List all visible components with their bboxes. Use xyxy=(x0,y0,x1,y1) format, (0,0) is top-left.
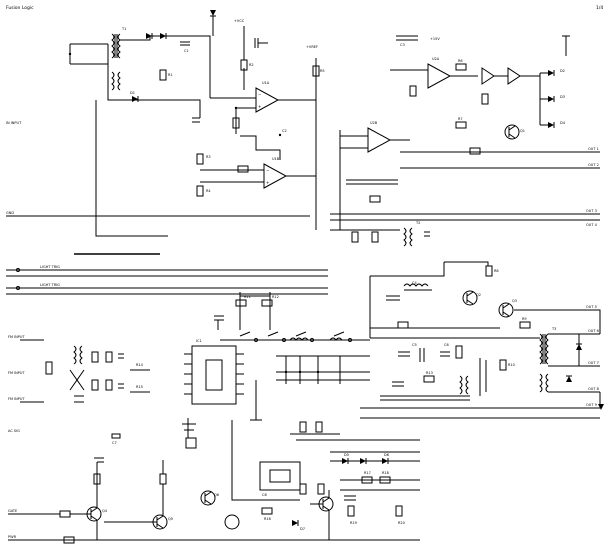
transistor-label-q6: Q6 xyxy=(214,493,219,497)
svg-text:+: + xyxy=(258,104,261,109)
transformer-label-t3: T3 xyxy=(551,327,556,331)
diode-label-d5: D5 xyxy=(344,453,349,457)
left-label-lt-trig-1: LIGHT TRIG xyxy=(40,265,60,269)
transformer-label-t1: T1 xyxy=(121,27,126,31)
top-label-vcc-c: +15V xyxy=(430,37,440,41)
cap-label-c5: C5 xyxy=(412,343,417,347)
res-label-r7: R7 xyxy=(458,117,463,121)
res-label-r10: R10 xyxy=(508,363,515,367)
diode-label-d3: D3 xyxy=(560,95,565,99)
right-label-out-1: OUT 1 xyxy=(588,147,599,151)
res-label-r12: R12 xyxy=(272,295,279,299)
res-label-r15: R15 xyxy=(136,385,143,389)
transformer-label-t2: T2 xyxy=(415,221,420,225)
left-label-pwr: PWR xyxy=(8,535,17,539)
fm-input-section-left: FM INPUT FM INPUT FM INPUT AC SIG R14 R1… xyxy=(8,335,150,445)
page-number-label: 1/4 xyxy=(596,5,603,11)
res-label-r14: R14 xyxy=(136,363,144,367)
right-label-out-8: OUT 8 xyxy=(588,387,599,391)
svg-text:+: + xyxy=(266,180,269,185)
title-label: Fusion Logic xyxy=(6,5,34,11)
right-label-out-7: OUT 7 xyxy=(588,361,599,365)
transistor-stage-bottom-left: GATE PWR Q4 Q5 Q6 xyxy=(8,457,240,544)
res-label-r20: R20 xyxy=(398,521,405,525)
left-label-gnd: GND xyxy=(6,211,14,215)
diode-label-d1: D1 xyxy=(130,91,135,95)
svg-text:−: − xyxy=(266,168,269,173)
left-label-in-a: IN INPUT xyxy=(6,121,22,125)
right-label-out-4: OUT 4 xyxy=(586,223,598,227)
output-stage-bottom-center: D5 D6 C8 D7 R16 R17 R18 R19 R20 xyxy=(240,439,420,541)
cap-bank-center: C5 C6 R13 OUT 9 xyxy=(290,343,600,435)
res-label-r1: R1 xyxy=(168,73,173,77)
res-label-r5: R5 xyxy=(320,69,325,73)
res-label-r9: R9 xyxy=(522,317,527,321)
opamp-section-center: R2 − + U1A − + U1B C2 R3 R4 R5 xyxy=(192,26,325,230)
left-label-ac-a: AC SIG xyxy=(8,429,20,433)
transistor-label-q3: Q3 xyxy=(512,299,517,303)
filter-section-mid-right: C4 R8 Q2 Q3 OUT 5 R9 xyxy=(369,261,601,339)
diode-label-d6: D6 xyxy=(384,453,389,457)
res-label-r3: R3 xyxy=(206,155,211,159)
left-label-lt-trig-2: LIGHT TRIG xyxy=(40,283,60,287)
res-label-r2: R2 xyxy=(249,63,254,67)
cap-label-c1: C1 xyxy=(184,49,189,53)
right-label-out-5: OUT 5 xyxy=(586,305,597,309)
light-trig-lines: LIGHT TRIG LIGHT TRIG xyxy=(6,265,328,295)
cap-label-c7: C7 xyxy=(112,441,117,445)
left-label-fm-1: FM INPUT xyxy=(8,335,25,339)
transistor-label-q4: Q4 xyxy=(102,509,108,513)
cap-label-c3: C3 xyxy=(400,43,405,47)
transistor-label-q5: Q5 xyxy=(168,517,173,521)
switch-section-center: R11 R12 IC1 xyxy=(182,292,370,501)
opamp-label-u1b: U1B xyxy=(272,157,280,161)
opamp-label-u1a: U1A xyxy=(262,81,270,85)
right-label-out-3: OUT 3 xyxy=(586,209,597,213)
res-label-r4: R4 xyxy=(206,189,211,193)
left-label-gate: GATE xyxy=(8,509,17,513)
inductor-label-l1: C4 xyxy=(412,281,417,285)
transformer-section-right: T3 OUT 6 OUT 7 OUT 8 R10 xyxy=(479,327,604,410)
res-label-r6: R6 xyxy=(458,59,463,63)
transformer-section-top-left: C1 R1 T1 D1 xyxy=(68,10,216,118)
res-label-r16: R16 xyxy=(264,517,271,521)
res-label-r18: R18 xyxy=(382,471,389,475)
res-label-r19: R19 xyxy=(350,521,357,525)
opamp-label-u2b: U2B xyxy=(370,121,378,125)
transistor-label-q1: Q1 xyxy=(520,129,525,133)
res-label-r11: R11 xyxy=(244,295,251,299)
opamp-label-u2a: U2A xyxy=(432,57,440,61)
right-label-out-2: OUT 2 xyxy=(588,163,599,167)
svg-text:−: − xyxy=(258,92,261,97)
ic-label-ic1: IC1 xyxy=(196,339,202,343)
right-label-out-9: OUT 9 xyxy=(586,403,597,407)
diode-label-d4: D4 xyxy=(560,121,566,125)
cap-label-c2: C2 xyxy=(282,129,287,133)
driver-section-top-right: C3 U2A D2 D3 D4 R6 R7 U2B Q1 OUT 1 xyxy=(330,35,600,247)
transistor-label-q2: Q2 xyxy=(476,293,481,297)
top-label-vcc-a: +VCC xyxy=(234,19,245,23)
diode-label-d7: D7 xyxy=(300,527,305,531)
left-label-fm-2: FM INPUT xyxy=(8,371,25,375)
right-label-out-6: OUT 6 xyxy=(588,329,599,333)
res-label-r8: R8 xyxy=(494,269,499,273)
relay-label: C8 xyxy=(262,493,267,497)
left-label-fm-3: FM INPUT xyxy=(8,397,25,401)
cap-label-c6: C6 xyxy=(444,343,449,347)
top-label-vcc-b: +VREF xyxy=(306,45,318,49)
diode-label-d2: D2 xyxy=(560,69,565,73)
res-label-r13: R13 xyxy=(426,371,433,375)
res-label-r17: R17 xyxy=(364,471,371,475)
